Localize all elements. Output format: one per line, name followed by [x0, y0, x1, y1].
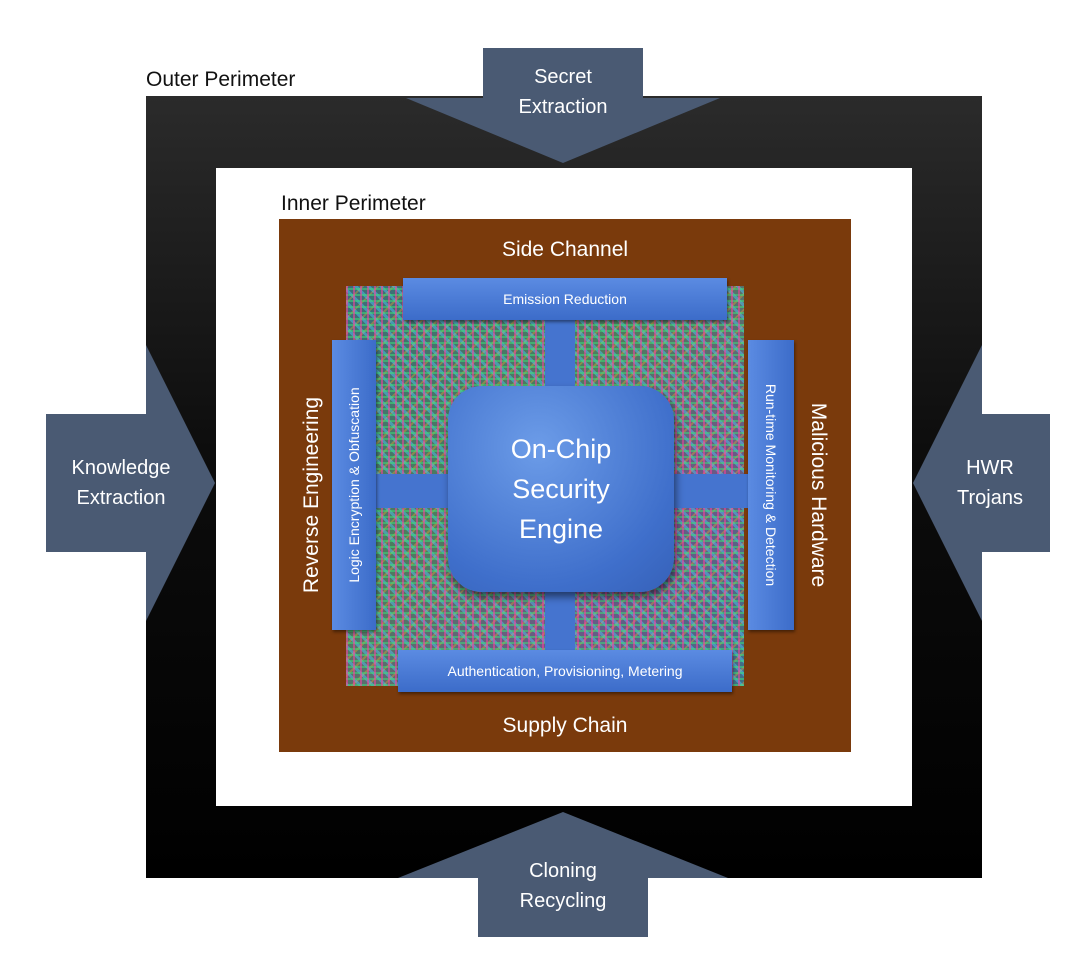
attack-right-line-2: Trojans — [957, 487, 1023, 509]
countermeasure-emission-reduction: Emission Reduction — [403, 278, 727, 320]
attack-right-line-1: HWR — [966, 457, 1014, 479]
arrow-cloning-recycling — [398, 812, 728, 937]
attack-secret-extraction: Secret Extraction — [483, 62, 643, 122]
countermeasure-logic-encryption-bar: Logic Encryption & Obfuscation — [332, 340, 376, 630]
arrow-secret-extraction — [406, 48, 720, 163]
attack-top-line-1: Secret — [534, 66, 592, 88]
attack-bottom-line-1: Cloning — [529, 860, 597, 882]
attack-cloning-recycling: Cloning Recycling — [483, 856, 643, 916]
engine-line-2: Security — [512, 474, 610, 504]
attack-top-line-2: Extraction — [518, 96, 608, 118]
threat-side-channel: Side Channel — [501, 238, 629, 261]
attack-bottom-line-2: Recycling — [519, 890, 607, 912]
threat-supply-chain: Supply Chain — [502, 714, 628, 737]
inner-perimeter-label: Inner Perimeter — [281, 192, 426, 215]
attack-knowledge-extraction: Knowledge Extraction — [46, 453, 196, 513]
attack-left-line-2: Extraction — [76, 487, 166, 509]
countermeasure-runtime-monitoring-bar: Run-time Monitoring & Detection — [748, 340, 794, 630]
countermeasure-authentication: Authentication, Provisioning, Metering — [398, 650, 732, 692]
engine-line-1: On-Chip — [510, 434, 612, 464]
arrow-knowledge-extraction — [46, 345, 215, 621]
outer-perimeter-label: Outer Perimeter — [146, 68, 296, 91]
attack-left-line-1: Knowledge — [71, 457, 171, 479]
attack-hwr-trojans: HWR Trojans — [930, 453, 1050, 513]
on-chip-security-engine: On-Chip Security Engine — [448, 386, 674, 592]
arrow-hwr-trojans — [913, 345, 1050, 621]
engine-line-3: Engine — [518, 514, 604, 544]
